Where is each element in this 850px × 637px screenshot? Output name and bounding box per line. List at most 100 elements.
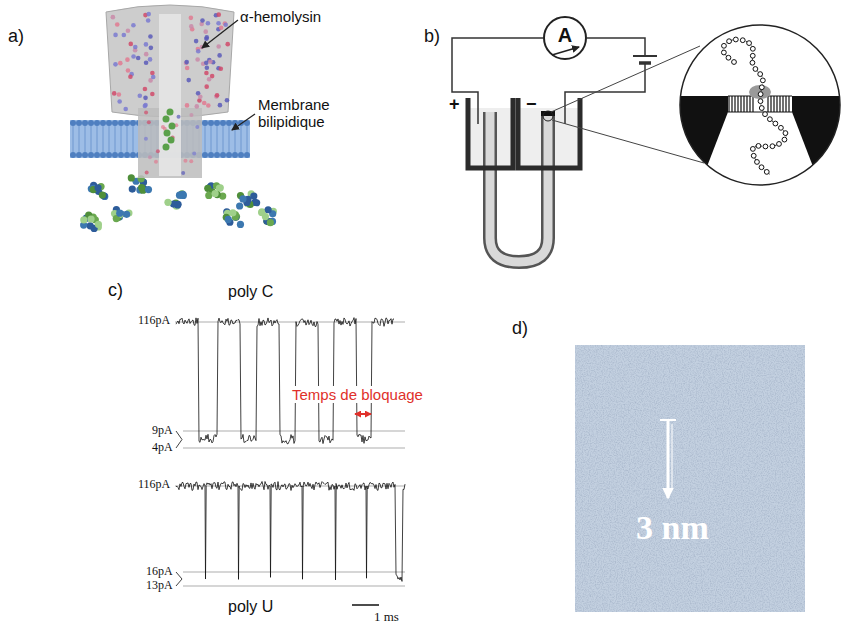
panel-letter: b) xyxy=(424,26,440,47)
membrane-hatch xyxy=(728,112,792,113)
dna-strand xyxy=(169,123,176,130)
protein-residues xyxy=(154,160,158,164)
lipid-heads xyxy=(100,120,106,126)
leader-line xyxy=(202,20,238,48)
molecule-cluster xyxy=(204,185,211,192)
current-level: 13pA xyxy=(144,579,175,593)
lipid-heads xyxy=(94,120,100,126)
lipid-heads xyxy=(76,120,82,126)
membrane-hatch xyxy=(749,96,750,112)
wire xyxy=(452,38,543,124)
molecule-cluster xyxy=(229,209,236,216)
battery-symbol xyxy=(633,55,657,57)
zoom-outline xyxy=(680,25,840,185)
lipid-heads xyxy=(85,126,86,152)
protein-residues xyxy=(192,152,196,156)
leader-line xyxy=(232,114,255,130)
polarity-sign: + xyxy=(449,94,460,115)
dna-strand xyxy=(167,109,174,116)
protein-residues xyxy=(131,54,136,59)
image-grain xyxy=(575,345,805,612)
lipid-heads xyxy=(88,152,94,158)
lipid-heads xyxy=(127,126,128,152)
membrane-hatch xyxy=(779,96,780,112)
molecule-cluster xyxy=(236,202,243,209)
lipid-heads xyxy=(70,120,76,126)
lipid-heads xyxy=(76,152,82,158)
molecule-cluster xyxy=(80,216,87,223)
reference-lines xyxy=(175,322,405,323)
lipid-heads xyxy=(100,152,106,158)
lipid-heads xyxy=(118,120,124,126)
lipid-heads xyxy=(232,152,238,158)
protein-residues xyxy=(150,71,155,76)
protein-residues xyxy=(189,159,193,163)
wire xyxy=(587,38,645,55)
scale-arrow xyxy=(672,424,673,490)
molecule-cluster xyxy=(138,184,145,191)
current-traces xyxy=(175,318,405,605)
dna-chain xyxy=(758,92,763,97)
protein-residues xyxy=(217,53,222,58)
molecule-cluster xyxy=(87,215,94,222)
reference-lines xyxy=(176,572,182,586)
scale-label: 1 ms xyxy=(372,610,401,625)
molecule-cluster xyxy=(80,174,277,232)
lipid-heads xyxy=(73,126,74,152)
current-level: 9pA xyxy=(150,424,175,438)
protein-residues xyxy=(200,18,205,23)
lipid-heads xyxy=(103,126,104,152)
protein-residues xyxy=(204,71,209,76)
protein-residues xyxy=(216,44,221,49)
protein-residues xyxy=(147,120,151,124)
protein-residues xyxy=(161,125,165,129)
protein-residues xyxy=(183,159,187,163)
protein-residues xyxy=(113,33,118,38)
protein-residues xyxy=(138,93,143,98)
protein-residues xyxy=(118,61,123,66)
lipid-heads xyxy=(106,152,112,158)
molecule-cluster xyxy=(145,186,152,193)
protein-residues xyxy=(197,98,202,103)
duration-arrow xyxy=(355,413,371,415)
lipid-heads xyxy=(214,152,220,158)
current-level: 116pA xyxy=(136,478,172,492)
protein-residues xyxy=(143,87,148,92)
dna-chain xyxy=(750,60,755,65)
protein-residues xyxy=(204,84,209,89)
dna-chain xyxy=(767,117,772,122)
protein-residues xyxy=(144,110,148,114)
protein-residues xyxy=(128,74,133,79)
lipid-heads xyxy=(241,126,242,152)
protein-residues xyxy=(148,34,153,39)
protein-residues xyxy=(126,28,131,33)
protein-residues xyxy=(148,155,152,159)
molecule-cluster xyxy=(258,209,265,216)
protein-residues xyxy=(112,91,117,96)
membrane-hatch xyxy=(782,96,783,112)
dna-chain xyxy=(764,169,769,174)
current-level: 16pA xyxy=(144,565,175,579)
protein-residues xyxy=(189,16,194,21)
protein-residues xyxy=(136,56,141,61)
reference-lines xyxy=(175,322,405,586)
pore-channel xyxy=(159,14,181,176)
membrane-hatch xyxy=(770,96,771,112)
beaker xyxy=(468,98,513,168)
protein-residues xyxy=(184,60,189,65)
lipid-heads xyxy=(244,152,250,158)
protein-residues xyxy=(216,12,221,17)
dna-chain xyxy=(782,137,787,142)
dna-chain xyxy=(755,160,760,165)
lipid-heads xyxy=(220,120,226,126)
lipid-heads xyxy=(208,120,214,126)
part-label: α-hemolysin xyxy=(240,8,321,25)
protein-residues xyxy=(206,103,211,108)
protein-residues xyxy=(204,36,209,41)
lipid-heads xyxy=(121,126,122,152)
dna-chain xyxy=(727,39,732,44)
lipid-heads xyxy=(130,120,136,126)
lipid-heads xyxy=(124,152,130,158)
protein-residues xyxy=(126,68,131,73)
